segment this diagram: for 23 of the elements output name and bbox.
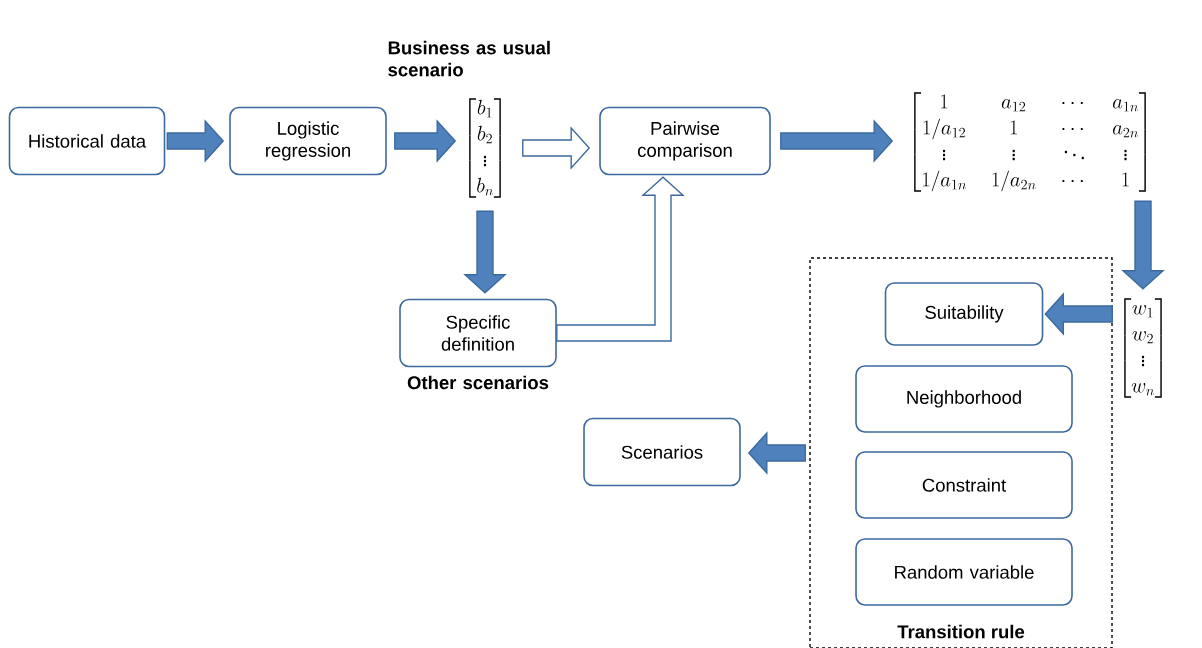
block-arrow [747, 431, 806, 475]
matrix: $\begin{bmatrix} b_1 \\ b_2 \\ \vdots \\ b_n \end{bmatrix}$ [469, 98, 501, 198]
block-arrow [780, 119, 894, 163]
process-box: Pairwise comparison [599, 106, 771, 176]
block-arrow [463, 210, 507, 294]
process-box: Scenarios [583, 417, 741, 487]
process-box: Neighborhood [855, 365, 1073, 433]
process-box: Historical data [8, 106, 166, 176]
process-box: Random variable [855, 538, 1073, 606]
process-box: Constraint [855, 451, 1073, 519]
block-arrow [556, 176, 685, 342]
block-arrow [1044, 292, 1113, 336]
process-box: Logistic regression [229, 106, 387, 176]
block-arrow [522, 126, 591, 170]
process-box: Specific definition [399, 298, 557, 368]
block-arrow [394, 119, 457, 163]
scenario-heading: Other scenarios [407, 375, 549, 390]
process-box: Suitability [884, 282, 1044, 346]
block-arrow [1121, 200, 1165, 290]
matrix: $\begin{bmatrix} 1 & a_{12} & \cdots & a_{1n} \\ 1/a_{12} & 1 & \cdots & a_{2n} \\ \vdots & \vdots & \ddots & \vdots \\ 1/a_{1n} & 1/a_{2n} & \cdots & 1 \end{bmatrix}$ [914, 92, 1146, 192]
matrix: $\begin{bmatrix} w_1 \\ w_2 \\ \vdots \\ w_n \end{bmatrix}$ [1124, 298, 1162, 398]
scenario-heading: Business as usual scenario [388, 40, 550, 77]
block-arrow [166, 119, 225, 163]
